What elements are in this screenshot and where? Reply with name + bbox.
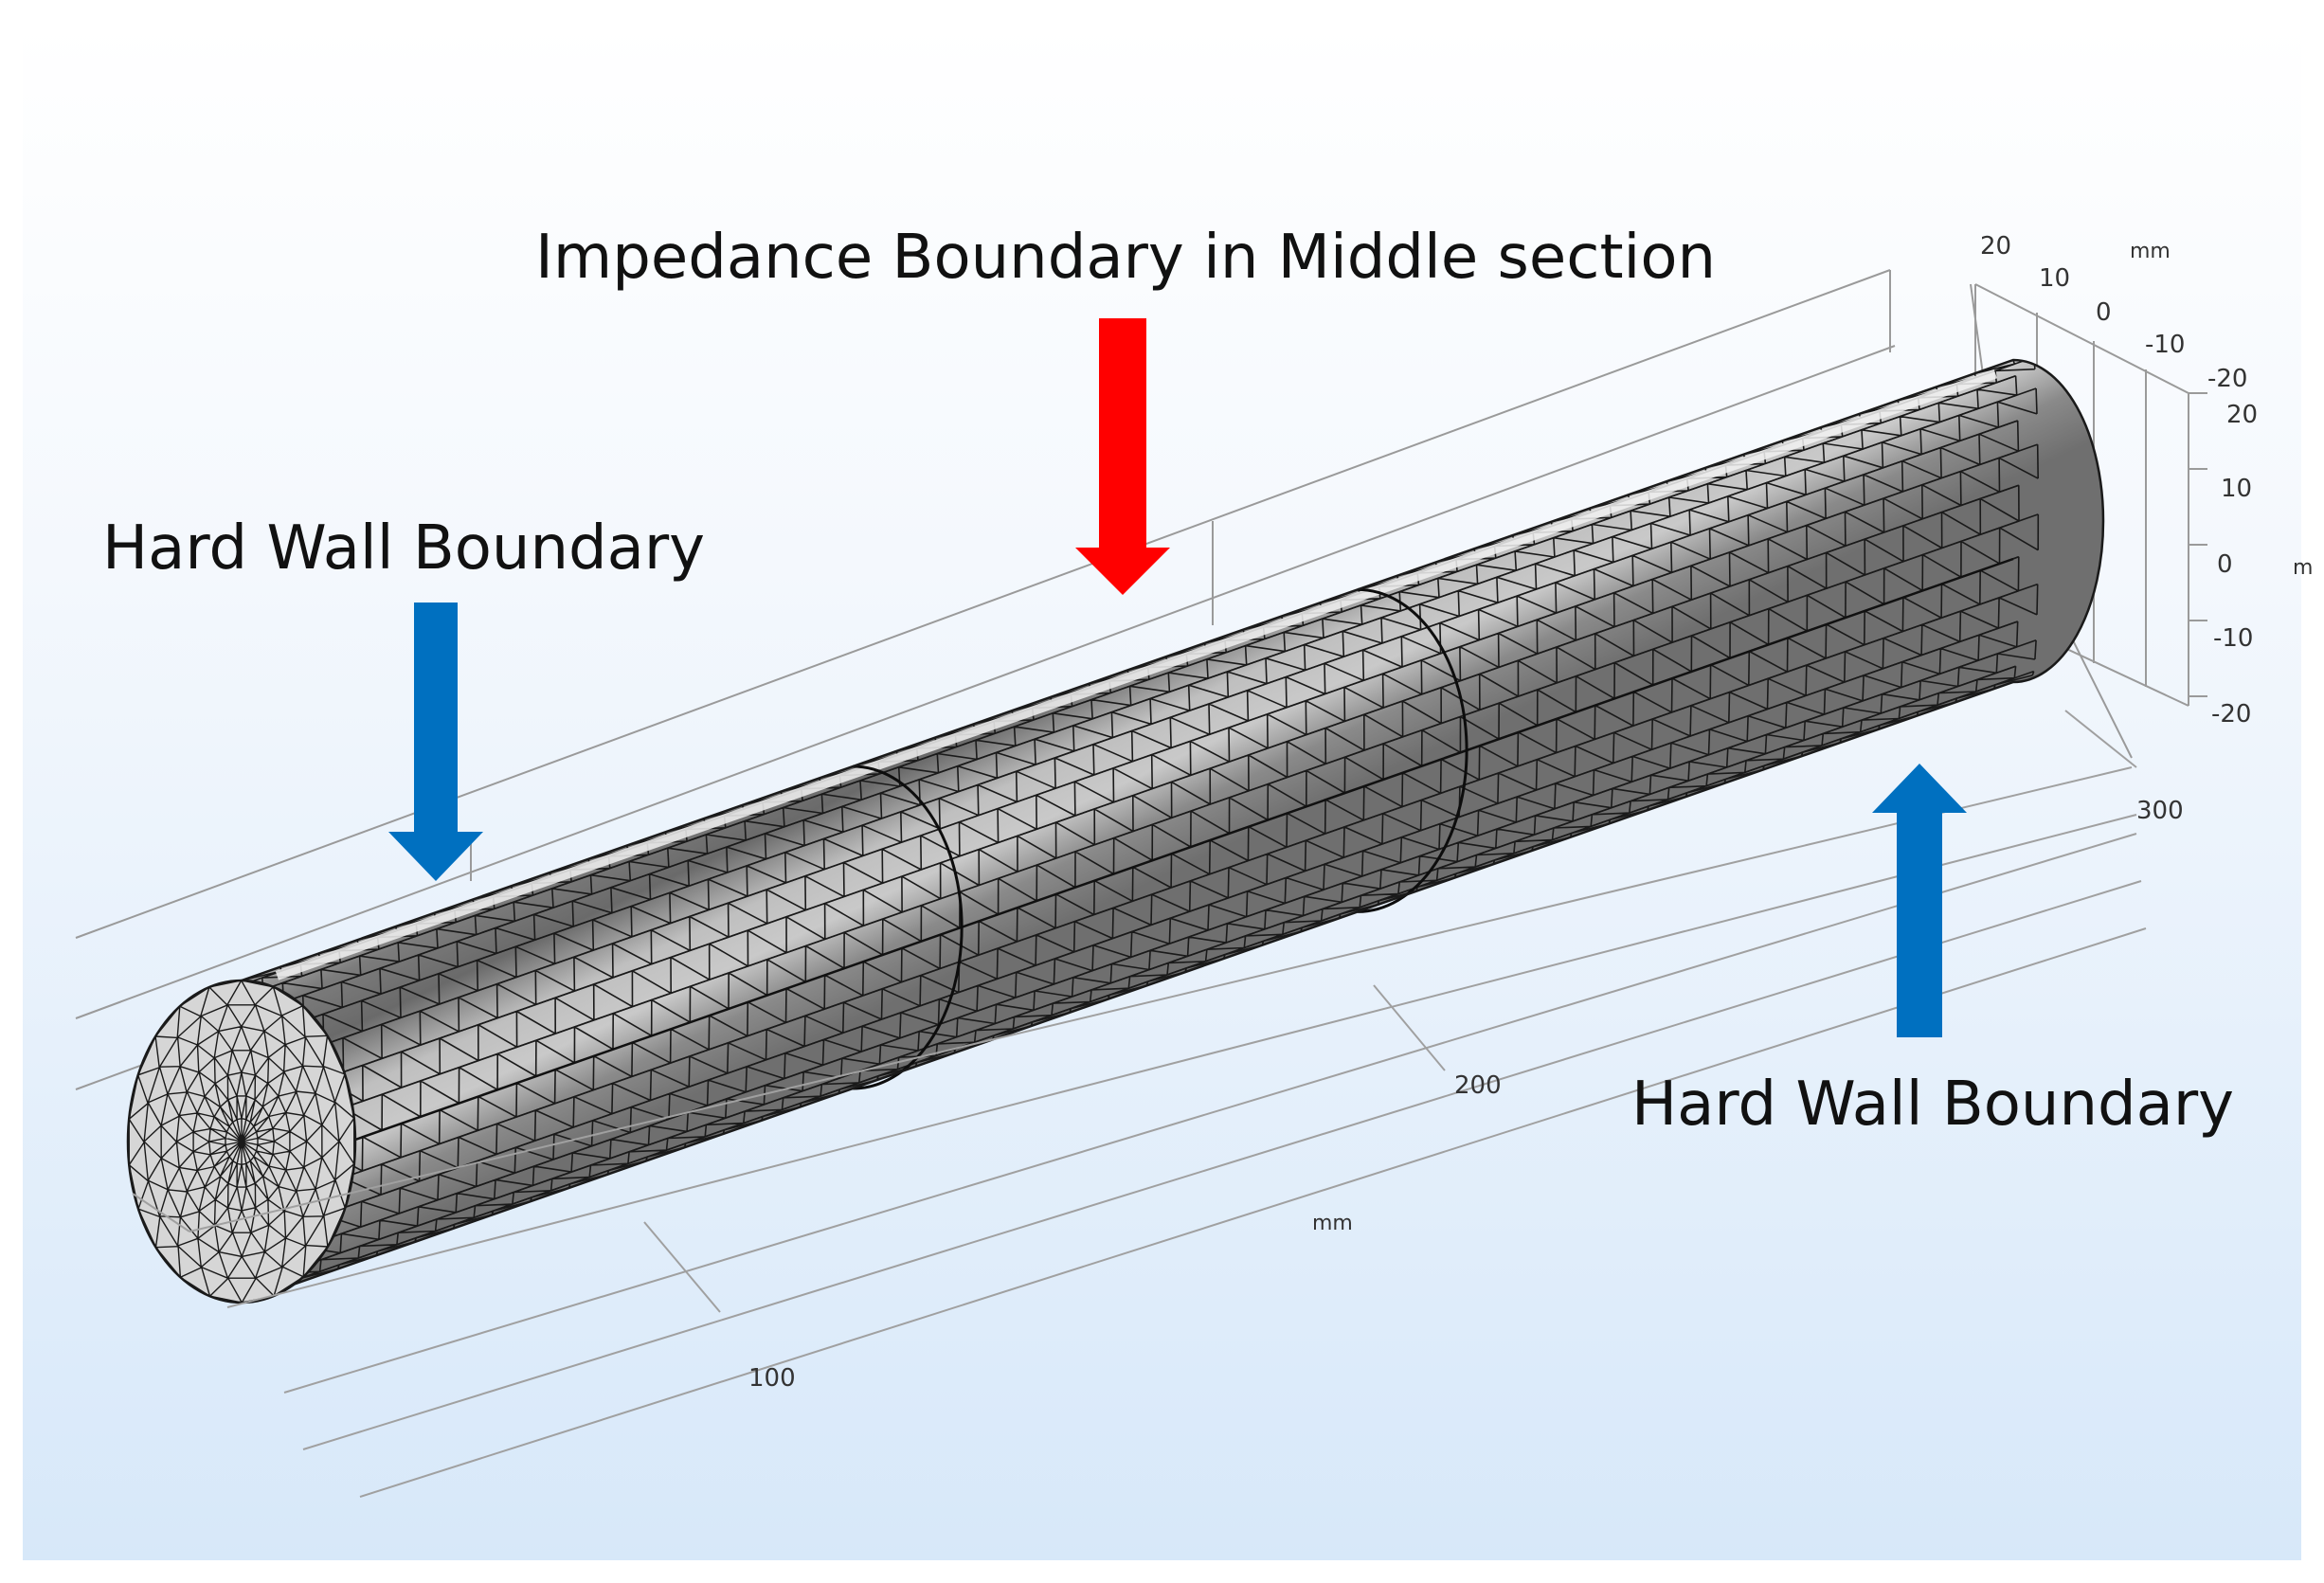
z-tick-minus-10: -10 [2213, 624, 2253, 653]
impedance-boundary-label: Impedance Boundary in Middle section [535, 223, 1716, 293]
mid-seam [242, 557, 2014, 1181]
y-tick-minus-10: -10 [2145, 331, 2185, 359]
z-tick-20: 20 [2226, 401, 2258, 429]
x-tick-200: 200 [1454, 1071, 1502, 1100]
hard-wall-right-arrow-icon [1872, 764, 1967, 1037]
end-cap-mesh [128, 980, 355, 1303]
cap-mesh-edges [128, 980, 355, 1303]
hard-wall-right-label: Hard Wall Boundary [1631, 1070, 2234, 1140]
impedance-arrow-icon [1075, 318, 1170, 595]
front-axis-line-8 [2064, 710, 2137, 768]
axis-frame-line-1 [75, 345, 1896, 1019]
front-axis-line-2 [283, 833, 2137, 1394]
y-tick-20: 20 [1980, 232, 2011, 261]
front-axis-line-1 [226, 814, 2137, 1308]
front-axis-line-3 [302, 880, 2142, 1450]
front-axis-line-4 [359, 927, 2147, 1498]
front-axis-line-5 [132, 1193, 190, 1232]
cylinder-body [242, 360, 2103, 1303]
cylinder-body-mesh [242, 360, 2040, 1303]
axis-frame-line-0 [75, 269, 1891, 939]
y-axis-unit: mm [2130, 240, 2171, 263]
front-axis-lines [132, 710, 2147, 1498]
mesh-cylinder [126, 358, 2105, 1304]
z-axis-unit: m [2293, 556, 2313, 580]
y-tick-0: 0 [2096, 298, 2112, 327]
x-tick-100: 100 [748, 1364, 796, 1393]
hard-wall-left-arrow-icon [388, 603, 483, 881]
top-highlight [275, 369, 1997, 980]
x-tick-300: 300 [2136, 797, 2184, 825]
hard-wall-left-label: Hard Wall Boundary [102, 513, 705, 584]
y-tick-10: 10 [2039, 264, 2070, 293]
y-tick-minus-20: -20 [2207, 365, 2247, 393]
x-axis-unit: mm [1312, 1212, 1353, 1235]
z-tick-0: 0 [2217, 550, 2233, 579]
front-axis-line-7 [1373, 984, 1446, 1071]
axis-frame-line-6 [1974, 283, 2189, 394]
cylinder-outline [240, 358, 2105, 1304]
front-axis-line-0 [189, 766, 2133, 1232]
z-tick-minus-20: -20 [2211, 700, 2251, 729]
front-axis-line-6 [643, 1221, 721, 1313]
z-tick-10: 10 [2221, 475, 2252, 503]
